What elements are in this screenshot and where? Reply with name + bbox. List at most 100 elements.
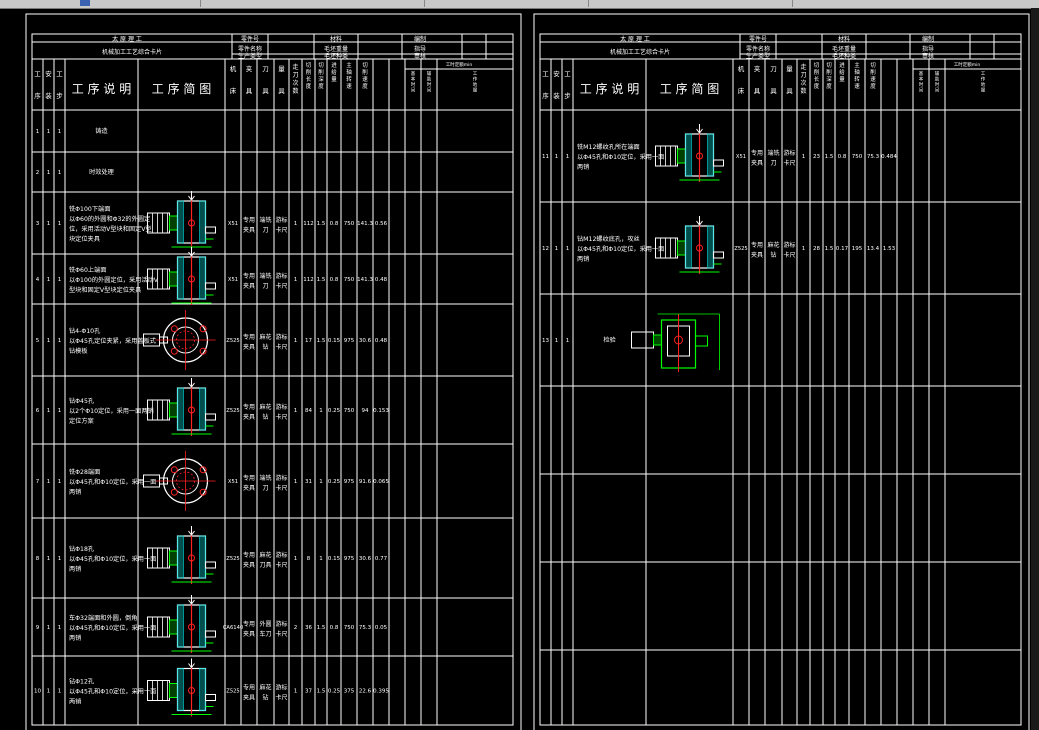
- cell-fixture-2: 夹具: [243, 343, 255, 351]
- cell-passes: 2: [294, 625, 298, 631]
- cell-step: 1: [566, 154, 570, 160]
- cell-speed: 141.3: [357, 277, 373, 283]
- svg-text:时: 时: [919, 81, 924, 88]
- cell-time: 0.153: [373, 408, 389, 414]
- cell-description: 两销: [69, 634, 81, 642]
- cell-rpm: 750: [852, 154, 863, 160]
- cell-fixture-2: 夹具: [243, 282, 255, 290]
- toolbar-dropdown[interactable]: [592, 0, 793, 7]
- cell-fixture-2: 夹具: [751, 159, 763, 167]
- process-sketch: [147, 595, 216, 653]
- factory-name: 太 原 理 工: [620, 35, 650, 43]
- cell-depth: 1.5: [825, 246, 834, 252]
- label-blank-weight: 毛坯重量: [324, 45, 348, 53]
- svg-text:工: 工: [564, 70, 571, 78]
- cell-rpm: 195: [852, 246, 863, 252]
- cell-speed: 91.6: [359, 479, 372, 485]
- cell-tool-2: 钻: [262, 343, 268, 351]
- cell-time: 0.48: [375, 338, 388, 344]
- col-gauge: 量具: [278, 65, 285, 95]
- cell-depth: 1: [319, 479, 323, 485]
- cell-machine: Z525: [734, 246, 747, 252]
- cell-depth: 1: [319, 556, 323, 562]
- cell-feed: 0.25: [328, 689, 341, 695]
- col-step: 工步: [564, 70, 571, 100]
- cell-time: 0.77: [375, 556, 388, 562]
- cell-step: 1: [58, 277, 62, 283]
- svg-text:次: 次: [800, 79, 806, 87]
- label-production-type: 生产类型: [238, 52, 262, 60]
- svg-text:间: 间: [411, 87, 416, 94]
- cell-proc-no: 10: [34, 689, 41, 695]
- svg-text:速: 速: [346, 83, 352, 90]
- cell-tool-2: 钻: [262, 694, 268, 702]
- svg-text:切: 切: [306, 62, 312, 69]
- svg-text:长: 长: [306, 75, 312, 83]
- cell-gauge-2: 卡尺: [275, 694, 287, 702]
- svg-text:度: 度: [826, 82, 832, 90]
- cell-install: 1: [47, 689, 51, 695]
- cell-fixture: 专用: [243, 551, 255, 559]
- svg-text:削: 削: [362, 68, 368, 76]
- svg-text:次: 次: [292, 79, 298, 87]
- cell-gauge-2: 卡尺: [275, 282, 287, 290]
- cell-step: 1: [58, 170, 62, 176]
- cell-proc-no: 1: [36, 129, 40, 135]
- svg-text:切: 切: [826, 62, 832, 69]
- cell-fixture-2: 夹具: [751, 251, 763, 259]
- toolbar-dropdown[interactable]: [428, 0, 589, 7]
- col-proc-no: 工序: [34, 70, 41, 100]
- cell-rpm: 375: [344, 689, 355, 695]
- cell-rpm: 975: [344, 479, 355, 485]
- cell-description: 以Φ100的外圆定位，采用活动V: [69, 276, 159, 284]
- cell-gauge-2: 卡尺: [783, 251, 795, 259]
- cell-description: 以Φ45孔和Φ10定位，采用一面: [69, 624, 156, 632]
- cell-tool: 端铣: [259, 272, 271, 280]
- svg-text:助: 助: [427, 76, 432, 83]
- document-icon[interactable]: [80, 0, 90, 6]
- cell-install: 1: [47, 556, 51, 562]
- cell-gauge: 游标: [275, 403, 287, 411]
- process-sketch: [655, 124, 724, 182]
- cell-time: 0.484: [881, 154, 897, 160]
- cell-proc-no: 5: [36, 338, 40, 344]
- cell-tool-2: 刀: [770, 160, 776, 167]
- svg-text:序: 序: [34, 91, 41, 100]
- svg-text:进: 进: [331, 61, 337, 69]
- toolbar-dropdown[interactable]: [204, 0, 425, 7]
- cell-depth: 1.5: [317, 338, 326, 344]
- cell-fixture: 专用: [751, 241, 763, 249]
- cell-gauge: 游标: [275, 620, 287, 628]
- svg-text:夹: 夹: [246, 64, 253, 73]
- cell-machine: Z525: [226, 689, 239, 695]
- cell-description: 位，采用活动V型块和固定V型: [69, 225, 152, 233]
- svg-text:刀: 刀: [770, 65, 777, 73]
- vertical-scrollbar[interactable]: [1031, 8, 1039, 730]
- svg-text:地: 地: [981, 81, 986, 88]
- cell-gauge: 游标: [275, 272, 287, 280]
- svg-text:主: 主: [854, 61, 860, 69]
- cell-gauge: 游标: [275, 551, 287, 559]
- svg-text:速: 速: [870, 76, 876, 83]
- cell-feed: 0.8: [330, 625, 339, 631]
- svg-text:辅: 辅: [427, 70, 432, 77]
- cell-proc-no: 11: [542, 154, 549, 160]
- cell-fixture: 专用: [243, 684, 255, 692]
- cell-passes: 1: [802, 154, 806, 160]
- cell-proc-no: 8: [36, 556, 40, 562]
- cell-gauge-2: 卡尺: [275, 226, 287, 234]
- cell-depth: 1.5: [317, 625, 326, 631]
- svg-text:给: 给: [331, 68, 337, 76]
- cell-tool: 端铣: [767, 149, 779, 157]
- toolbar-dropdown[interactable]: [96, 0, 201, 7]
- cell-gauge-2: 卡尺: [275, 484, 287, 492]
- cell-fixture: 专用: [751, 149, 763, 157]
- cell-install: 1: [555, 154, 559, 160]
- svg-text:量: 量: [331, 76, 337, 83]
